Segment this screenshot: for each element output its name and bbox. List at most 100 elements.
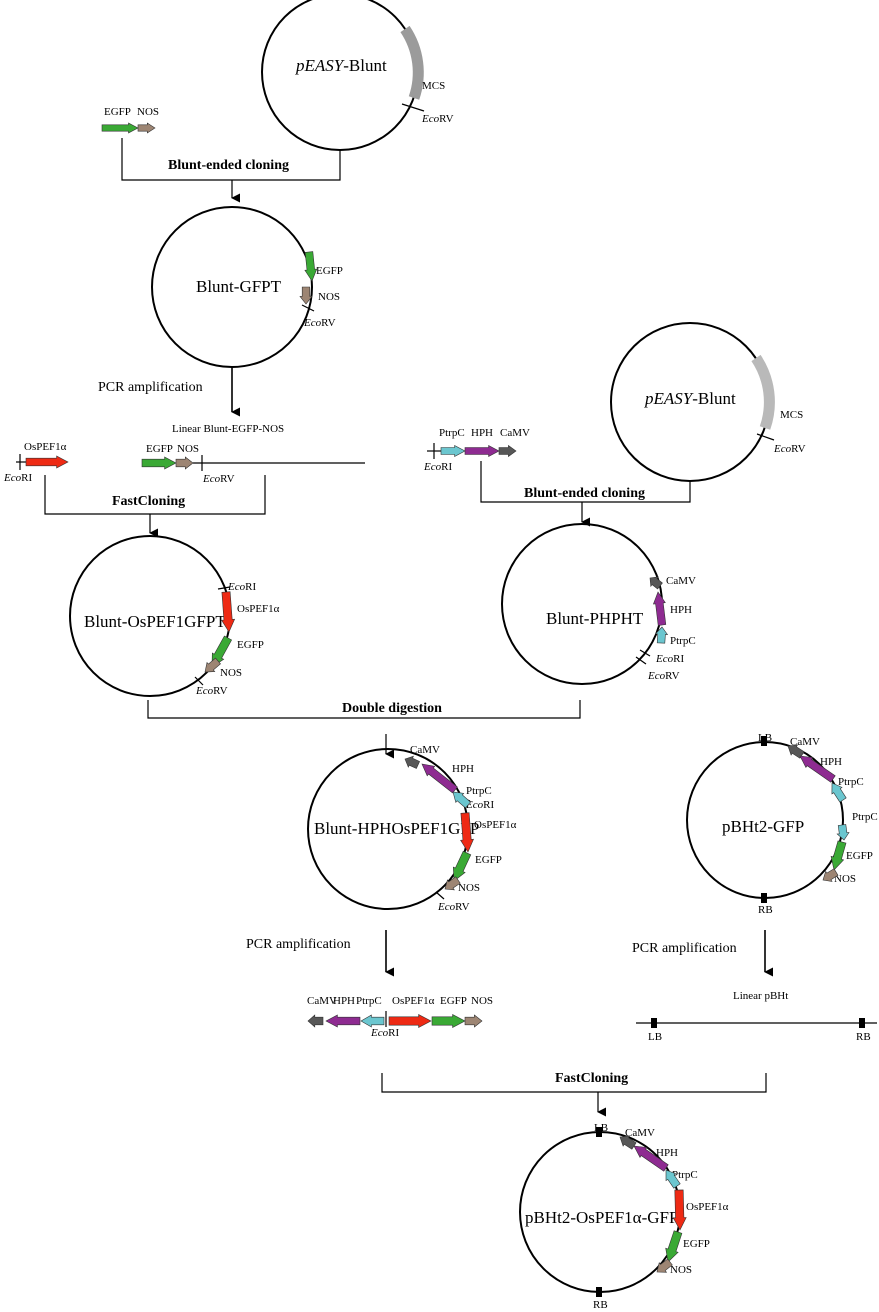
- lb-label: LB: [594, 1122, 608, 1134]
- hph-label: HPH: [670, 604, 692, 616]
- step-pcr-amplification-1: PCR amplification: [98, 380, 203, 395]
- egfp-label: EGFP: [475, 854, 502, 866]
- rb-marker: [596, 1287, 602, 1297]
- nos-label: NOS: [471, 995, 493, 1007]
- egfp-gene-arrow: [101, 122, 139, 134]
- ecori-site-tick: [217, 586, 231, 590]
- lb-marker: [596, 1127, 602, 1137]
- ospef1a-label: OsPEF1α: [237, 603, 280, 615]
- camv-label: CaMV: [500, 427, 530, 439]
- nos-gene-arrow: [137, 122, 156, 134]
- egfp-label: EGFP: [146, 443, 173, 455]
- step-pcr-amplification-2: PCR amplification: [246, 937, 351, 952]
- ospef1a-gene-arrow: [25, 455, 69, 469]
- pbht2-gfp-plasmid: pBHt2-GFP LB CaMV HPH PtrpC PtrpC EGFP N…: [686, 732, 878, 916]
- lb-marker: [651, 1018, 657, 1028]
- ospef1a-label: OsPEF1α: [474, 819, 517, 831]
- hph-gene-arrow: [421, 763, 458, 794]
- rb-label: RB: [758, 904, 773, 916]
- nos-gene-arrow: [656, 1258, 673, 1273]
- hph-label: HPH: [452, 763, 474, 775]
- hph-label: HPH: [656, 1147, 678, 1159]
- ecorv-site-tick: [435, 891, 445, 900]
- ecorv-label: EcoRV: [195, 685, 228, 697]
- linear-title: Linear Blunt-EGFP-NOS: [172, 423, 284, 435]
- ospef1a-gene-arrow: [460, 812, 474, 853]
- step-double-digestion: Double digestion: [342, 701, 442, 716]
- egfp-gene-arrow: [665, 1230, 683, 1263]
- ecorv-label: EcoRV: [202, 473, 235, 485]
- nos-gene-arrow: [175, 456, 194, 470]
- ecorv-label: EcoRV: [421, 113, 454, 125]
- egfp-label: EGFP: [440, 995, 467, 1007]
- ospef1a-fragment: OsPEF1α EcoRI: [3, 441, 67, 484]
- ptrpc-gene-arrow: [836, 824, 850, 841]
- camv-label: CaMV: [666, 575, 696, 587]
- camv-label: CaMV: [625, 1127, 655, 1139]
- ecori-label: EcoRI: [655, 653, 684, 665]
- ecorv-site-tick: [401, 103, 425, 112]
- gene-arrows: [25, 122, 850, 1273]
- ecori-site-tick: [639, 649, 651, 657]
- mcs-label: MCS: [422, 80, 445, 92]
- ptrpc-label: PtrpC: [672, 1169, 698, 1181]
- nos-label: NOS: [177, 443, 199, 455]
- egfp-gene-arrow: [830, 840, 847, 871]
- blunt-phpht-plasmid: Blunt-PHPHT CaMV HPH PtrpC EcoRI EcoRV: [501, 523, 696, 685]
- rb-label: RB: [856, 1031, 871, 1043]
- rb-label: RB: [593, 1299, 608, 1311]
- egfp-label: EGFP: [316, 265, 343, 277]
- ospef1a-label: OsPEF1α: [686, 1201, 729, 1213]
- egfp-label: EGFP: [846, 850, 873, 862]
- ptrpc-label-2: PtrpC: [852, 811, 878, 823]
- nos-label: NOS: [670, 1264, 692, 1276]
- hph-label: HPH: [333, 995, 355, 1007]
- nos-gene-arrow: [204, 657, 221, 673]
- plasmid-name: pBHt2-OsPEF1α-GFP: [525, 1208, 678, 1227]
- camv-gene-arrow: [498, 444, 517, 458]
- ptrpc-label: PtrpC: [466, 785, 492, 797]
- hph-gene-arrow: [633, 1145, 669, 1172]
- peasy-blunt-vector-2: pEASY-Blunt MCS EcoRV: [610, 322, 806, 482]
- hph-gene-arrow: [325, 1014, 361, 1028]
- ptrpc-label: PtrpC: [439, 427, 465, 439]
- blunt-ospef1gfpt-plasmid: Blunt-OsPEF1GFPT EcoRI OsPEF1α EGFP NOS …: [69, 535, 280, 697]
- ecorv-label: EcoRV: [437, 901, 470, 913]
- ecori-label: EcoRI: [423, 461, 452, 473]
- pbht2-ospef1a-gfp-plasmid: pBHt2-OsPEF1α-GFP LB CaMV HPH PtrpC OsPE…: [519, 1122, 729, 1311]
- egfp-gene-arrow: [141, 456, 177, 470]
- camv-label: CaMV: [307, 995, 337, 1007]
- ecori-label: EcoRI: [370, 1027, 399, 1039]
- nos-label: NOS: [458, 882, 480, 894]
- ptrpc-gene-arrow: [654, 626, 669, 644]
- peasy-blunt-vector-1: pEASY-Blunt MCS EcoRV: [261, 0, 454, 151]
- step-blunt-cloning-2: Blunt-ended cloning: [524, 486, 645, 501]
- ecorv-site-tick: [194, 676, 204, 686]
- hph-label: HPH: [820, 756, 842, 768]
- plasmid-name: Blunt-GFPT: [196, 277, 282, 296]
- ospef1a-gene-arrow: [221, 591, 236, 633]
- egfp-label: EGFP: [104, 106, 131, 118]
- egfp-nos-fragment: EGFP NOS: [104, 106, 159, 118]
- camv-gene-arrow: [619, 1135, 637, 1150]
- plasmid-name: pEASY-Blunt: [295, 56, 387, 75]
- egfp-label: EGFP: [237, 639, 264, 651]
- camv-gene-arrow: [404, 755, 420, 769]
- fastcloning-bracket-2: [381, 1073, 767, 1093]
- ecorv-label: EcoRV: [303, 317, 336, 329]
- step-fastcloning-2: FastCloning: [555, 1071, 628, 1086]
- plasmid-name: Blunt-HPHOsPEF1GFP: [314, 819, 479, 838]
- linear-pbht: Linear pBHt LB RB: [636, 990, 877, 1043]
- ecori-label: EcoRI: [227, 581, 256, 593]
- ospef1a-gene-arrow: [388, 1014, 432, 1028]
- plasmid-circle: [501, 523, 663, 685]
- linear-title: Linear pBHt: [733, 990, 788, 1002]
- blunt-cloning-bracket-2: [480, 461, 691, 503]
- ecorv-site-tick: [756, 433, 775, 441]
- mcs-region: [400, 25, 424, 100]
- blunt-hphospef1gfp-plasmid: Blunt-HPHOsPEF1GFP CaMV HPH PtrpC EcoRI …: [307, 744, 517, 913]
- linear-expression-cassette: CaMV HPH PtrpC OsPEF1α EGFP NOS EcoRI: [307, 995, 493, 1039]
- hph-gene-arrow: [652, 591, 667, 626]
- blunt-gfpt-plasmid: Blunt-GFPT EGFP NOS EcoRV: [151, 206, 343, 368]
